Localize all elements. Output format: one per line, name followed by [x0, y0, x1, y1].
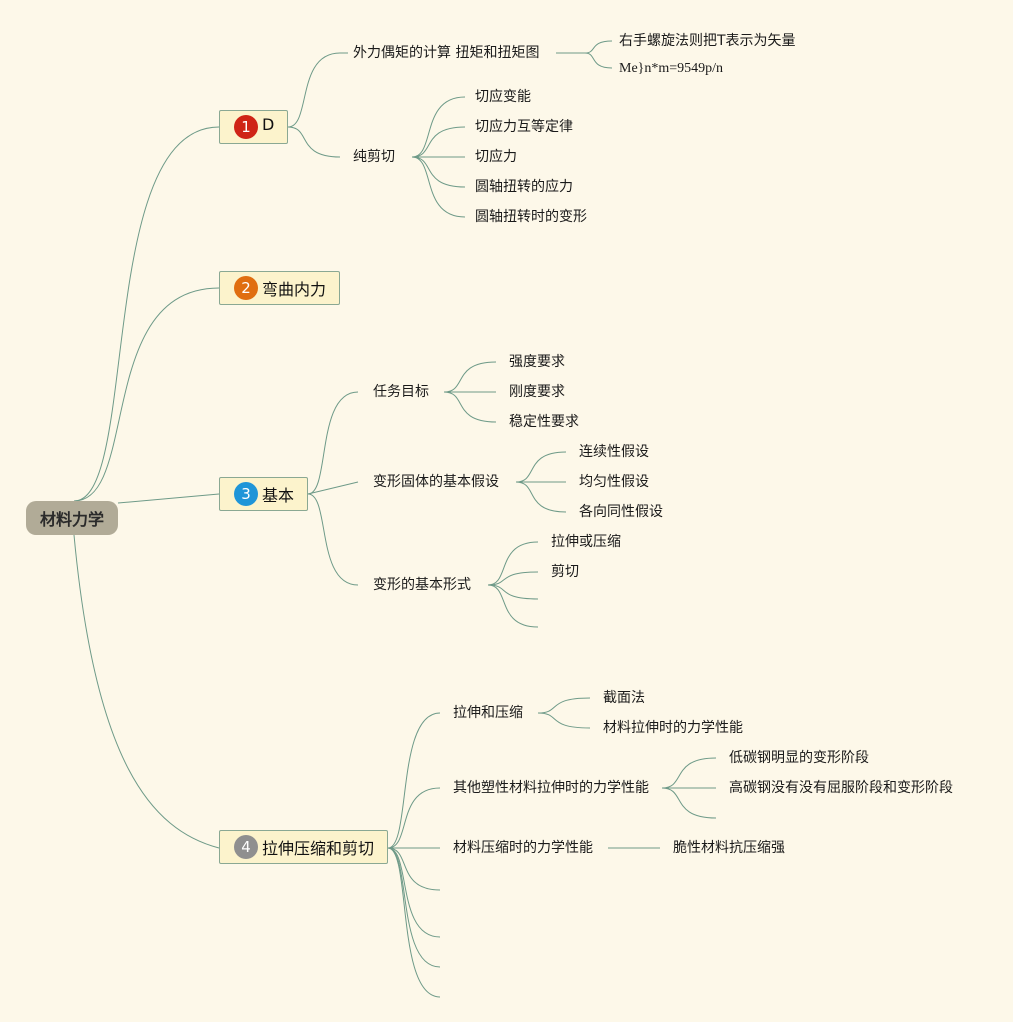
edge-root-branch-1 [73, 126, 220, 502]
leaf-tension-compression[interactable]: 拉伸或压缩 [551, 534, 621, 550]
root-node[interactable]: 材料力学 [26, 501, 118, 535]
leaf-shear-strain-energy[interactable]: 切应变能 [475, 89, 531, 105]
leaf-low-carbon-steel[interactable]: 低碳钢明显的变形阶段 [729, 750, 869, 766]
branch-label: 拉伸压缩和剪切 [262, 839, 375, 858]
edge-topic [387, 847, 441, 891]
edge-root-branch-2 [73, 287, 220, 502]
edge-leaf [537, 697, 591, 714]
edge-leaf [515, 481, 567, 513]
edge-leaf [487, 571, 539, 586]
edge-leaf [411, 126, 466, 158]
edge-topic [387, 847, 441, 998]
leaf-shear[interactable]: 剪切 [551, 564, 579, 580]
leaf-right-hand-rule[interactable]: 右手螺旋法则把T表示为矢量 [619, 33, 796, 49]
branch-node-3[interactable]: 3 基本 [219, 477, 308, 511]
edge-leaf [443, 361, 497, 393]
leaf-shear-stress[interactable]: 切应力 [475, 149, 517, 165]
edge-leaf [537, 712, 591, 729]
number-badge-3-icon: 3 [234, 482, 258, 506]
leaf-torsion-deformation[interactable]: 圆轴扭转时的变形 [475, 209, 587, 225]
leaf-strength[interactable]: 强度要求 [509, 354, 565, 370]
leaf-stability[interactable]: 稳定性要求 [509, 414, 579, 430]
root-label: 材料力学 [39, 510, 104, 529]
edge-leaf [515, 451, 567, 483]
topic-other-plastic-materials[interactable]: 其他塑性材料拉伸时的力学性能 [453, 780, 649, 796]
leaf-isotropy[interactable]: 各向同性假设 [579, 504, 663, 520]
edge-root-branch-3 [117, 493, 220, 504]
edge-leaf [411, 156, 466, 188]
leaf-torsion-stress[interactable]: 圆轴扭转的应力 [475, 179, 573, 195]
leaf-high-carbon-steel[interactable]: 高碳钢没有没有屈服阶段和变形阶段 [729, 780, 953, 796]
number-badge-4-icon: 4 [234, 835, 258, 859]
edge-leaf [661, 757, 717, 789]
leaf-formula[interactable]: Me}n*m=9549p/n [619, 61, 724, 76]
edge-topic [307, 391, 359, 495]
topic-compression-properties[interactable]: 材料压缩时的力学性能 [453, 840, 593, 856]
leaf-brittle-compression[interactable]: 脆性材料抗压缩强 [673, 840, 785, 856]
branch-node-4[interactable]: 4 拉伸压缩和剪切 [219, 830, 388, 864]
topic-torque[interactable]: 外力偶矩的计算 扭矩和扭矩图 [353, 45, 540, 61]
topic-pure-shear[interactable]: 纯剪切 [353, 149, 395, 165]
edge-topic [307, 481, 359, 495]
edge-topic [387, 847, 441, 968]
edge-topic [287, 126, 341, 158]
edge-leaf [584, 40, 613, 54]
edge-topic [387, 712, 441, 849]
branch-label: 弯曲内力 [262, 280, 327, 299]
number-badge-2-icon: 2 [234, 276, 258, 300]
leaf-stiffness[interactable]: 刚度要求 [509, 384, 565, 400]
edge-leaf [487, 584, 539, 600]
edge-topic [307, 493, 359, 586]
leaf-shear-reciprocity[interactable]: 切应力互等定律 [475, 119, 573, 135]
leaf-homogeneity[interactable]: 均匀性假设 [579, 474, 649, 490]
topic-deformation-forms[interactable]: 变形的基本形式 [373, 577, 471, 593]
edge-leaf [661, 787, 717, 819]
edge-root-branch-4 [73, 534, 220, 849]
edge-leaf [487, 584, 539, 628]
topic-task-goals[interactable]: 任务目标 [373, 384, 429, 400]
leaf-continuity[interactable]: 连续性假设 [579, 444, 649, 460]
branch-label: 基本 [262, 486, 295, 505]
leaf-section-method[interactable]: 截面法 [603, 690, 645, 706]
edge-topic [387, 847, 441, 938]
edge-leaf [487, 541, 539, 586]
topic-tension-and-compression[interactable]: 拉伸和压缩 [453, 705, 523, 721]
branch-node-1[interactable]: 1 D [219, 110, 288, 144]
branch-label: D [262, 114, 275, 134]
edge-leaf [443, 391, 497, 423]
branch-node-2[interactable]: 2 弯曲内力 [219, 271, 340, 305]
edge-leaf [411, 96, 466, 158]
edge-topic [287, 52, 341, 128]
leaf-tensile-properties[interactable]: 材料拉伸时的力学性能 [603, 720, 743, 736]
edge-leaf [411, 156, 466, 218]
number-badge-1-icon: 1 [234, 115, 258, 139]
topic-basic-assumptions[interactable]: 变形固体的基本假设 [373, 474, 499, 490]
edge-leaf [584, 52, 613, 69]
edge-topic [387, 787, 441, 849]
